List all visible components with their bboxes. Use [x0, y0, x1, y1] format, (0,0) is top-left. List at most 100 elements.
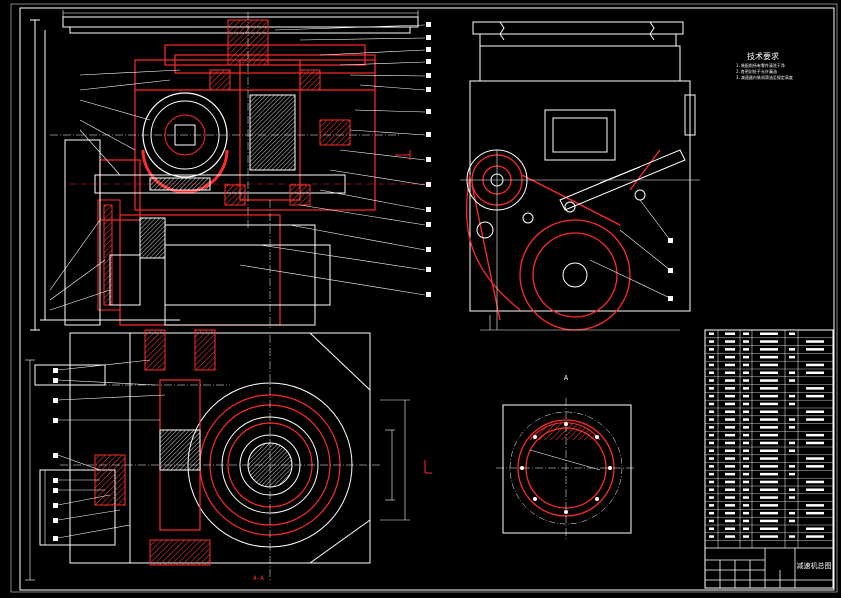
parts-cell-mark	[709, 527, 714, 530]
parts-cell-mark	[709, 511, 714, 515]
parts-cell-mark	[709, 449, 714, 452]
side-view: 技术要求 1.装配前所有零件清洗干净 2.各密封处不允许漏油 3.减速器内装润滑…	[460, 21, 793, 331]
parts-cell-mark	[760, 519, 778, 523]
parts-cell-mark	[789, 488, 795, 491]
parts-cell-mark	[760, 480, 778, 484]
parts-cell-mark	[789, 472, 795, 476]
front-view	[30, 10, 431, 331]
parts-cell-mark	[725, 355, 735, 359]
parts-cell-mark	[709, 387, 714, 390]
parts-cell-mark	[709, 488, 714, 491]
title-block: 减速机总图	[704, 547, 834, 589]
parts-cell-mark	[743, 340, 749, 343]
parts-cell-mark	[789, 465, 795, 468]
parts-cell-mark	[709, 348, 714, 351]
parts-cell-mark	[760, 527, 778, 530]
drawing-title: 减速机总图	[797, 561, 832, 570]
parts-cell-mark	[709, 410, 714, 413]
parts-cell-mark	[760, 488, 778, 491]
section-mark-label: A	[564, 374, 569, 382]
parts-cell-mark	[743, 371, 749, 374]
parts-cell-mark	[725, 480, 735, 484]
parts-cell-mark	[709, 496, 714, 499]
parts-cell-mark	[725, 394, 735, 398]
parts-cell-mark	[789, 371, 795, 374]
parts-cell-mark	[725, 348, 735, 351]
parts-cell-mark	[760, 340, 778, 343]
parts-cell-mark	[743, 449, 749, 452]
detail-view: A	[496, 374, 636, 540]
parts-cell-mark	[760, 379, 778, 382]
parts-cell-mark	[789, 348, 795, 351]
parts-cell-mark	[789, 511, 795, 515]
parts-cell-mark	[709, 519, 714, 523]
parts-cell-mark	[725, 402, 735, 406]
parts-cell-mark	[709, 480, 714, 484]
parts-cell-mark	[743, 410, 749, 413]
parts-cell-mark	[760, 371, 778, 374]
parts-cell-mark	[725, 527, 735, 530]
parts-cell-mark	[806, 535, 824, 538]
sheet-frame	[10, 3, 838, 593]
parts-cell-mark	[806, 348, 824, 351]
parts-cell-mark	[709, 379, 714, 382]
parts-cell-mark	[806, 394, 824, 398]
parts-cell-mark	[760, 433, 778, 437]
parts-cell-mark	[725, 371, 735, 374]
parts-cell-mark	[743, 511, 749, 515]
parts-cell-mark	[806, 527, 824, 530]
parts-cell-mark	[806, 387, 824, 390]
parts-cell-mark	[743, 433, 749, 437]
parts-cell-mark	[725, 511, 735, 515]
parts-cell-mark	[743, 363, 749, 367]
parts-cell-mark	[743, 348, 749, 351]
parts-cell-mark	[709, 441, 714, 445]
parts-cell-mark	[725, 426, 735, 429]
parts-list	[704, 329, 834, 589]
parts-cell-mark	[743, 379, 749, 382]
parts-cell-mark	[806, 465, 824, 468]
parts-cell-mark	[806, 488, 824, 491]
parts-cell-mark	[709, 504, 714, 507]
parts-cell-mark	[806, 511, 824, 515]
parts-cell-mark	[743, 418, 749, 421]
parts-cell-mark	[725, 535, 735, 538]
parts-cell-mark	[760, 496, 778, 499]
parts-cell-mark	[709, 402, 714, 406]
parts-cell-mark	[725, 433, 735, 437]
parts-cell-mark	[725, 465, 735, 468]
parts-cell-mark	[709, 355, 714, 359]
parts-cell-mark	[725, 519, 735, 523]
parts-cell-mark	[760, 535, 778, 538]
parts-cell-mark	[789, 496, 795, 499]
parts-cell-mark	[789, 332, 795, 335]
parts-cell-mark	[789, 418, 795, 421]
parts-cell-mark	[806, 340, 824, 343]
parts-cell-mark	[760, 418, 778, 421]
parts-cell-mark	[709, 535, 714, 538]
parts-cell-mark	[743, 441, 749, 445]
tech-note-1: 1.装配前所有零件清洗干净	[736, 62, 785, 68]
parts-cell-mark	[760, 441, 778, 445]
parts-cell-mark	[743, 527, 749, 530]
parts-cell-mark	[760, 449, 778, 452]
parts-cell-mark	[760, 348, 778, 351]
parts-cell-mark	[725, 488, 735, 491]
parts-cell-mark	[743, 394, 749, 398]
parts-cell-mark	[743, 535, 749, 538]
parts-cell-mark	[806, 441, 824, 445]
parts-cell-mark	[709, 472, 714, 476]
parts-cell-mark	[806, 480, 824, 484]
parts-cell-mark	[760, 472, 778, 476]
parts-cell-mark	[760, 504, 778, 507]
section-view-label: A-A	[253, 575, 264, 582]
parts-cell-mark	[725, 504, 735, 507]
parts-cell-mark	[760, 363, 778, 367]
parts-cell-mark	[806, 457, 824, 460]
parts-cell-mark	[789, 379, 795, 382]
parts-cell-mark	[806, 371, 824, 374]
parts-cell-mark	[725, 457, 735, 460]
parts-cell-mark	[709, 363, 714, 367]
